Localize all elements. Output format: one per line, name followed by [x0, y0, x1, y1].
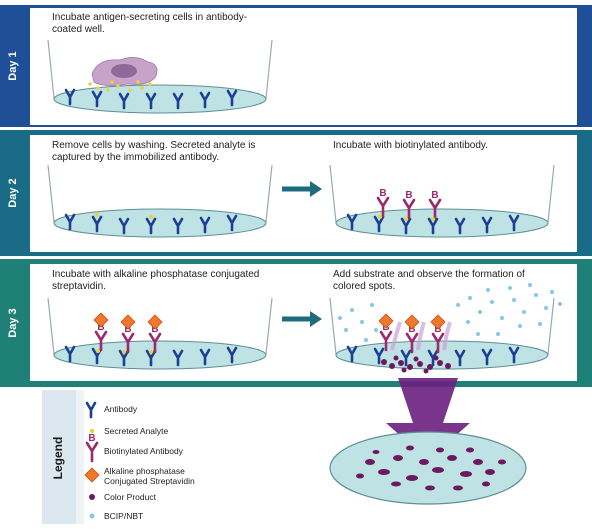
legend-streptavidin-icon	[84, 467, 100, 483]
legend-item-biotinylated: Biotinylated Antibody	[104, 446, 183, 456]
well-day3-left	[47, 297, 273, 370]
legend-item-analyte: Secreted Analyte	[104, 426, 169, 436]
legend-antibody-icon	[85, 401, 97, 419]
day3-label: Day 3	[7, 308, 19, 337]
legend-item-antibody: Antibody	[104, 404, 138, 414]
caption-day1: Incubate antigen-secreting cells in anti…	[52, 12, 248, 35]
legend-product-icon	[89, 494, 95, 500]
legend-substrate-icon	[89, 513, 95, 519]
well-day2-right	[329, 164, 555, 238]
well-day1	[47, 39, 273, 114]
legend-icons	[84, 401, 100, 519]
legend-panel	[42, 390, 76, 524]
result-plate	[329, 431, 527, 505]
caption-day3-left: Incubate with alkaline phosphatase conju…	[52, 269, 260, 292]
day2-label: Day 2	[7, 178, 19, 207]
caption-day3-right: Add substrate and observe the formation …	[333, 269, 525, 292]
well-day3-right	[329, 283, 562, 374]
day1-label: Day 1	[7, 51, 19, 80]
legend-item-product: Color Product	[104, 492, 156, 502]
day1-band	[0, 5, 27, 127]
caption-day2-right: Incubate with biotinylated antibody.	[333, 140, 488, 151]
well-day2-left	[47, 164, 273, 238]
caption-day2-left: Remove cells by washing. Secreted analyt…	[52, 140, 256, 163]
legend-item-substrate: BCIP/NBT	[104, 511, 144, 521]
legend-biotinylated-icon	[85, 431, 99, 463]
legend-item-streptavidin: Alkaline phosphatase Conjugated Streptav…	[104, 466, 195, 486]
legend-title: Legend	[51, 437, 65, 480]
